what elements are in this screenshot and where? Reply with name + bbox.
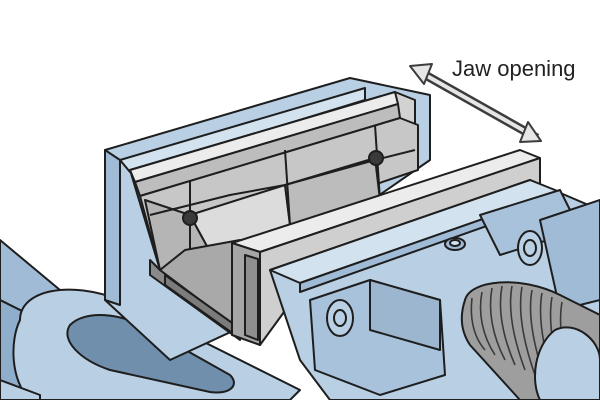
bolt-hole-icon <box>326 230 543 337</box>
jaw-opening-label: Jaw opening <box>452 56 576 81</box>
double-arrow-icon <box>409 63 542 143</box>
vise-base <box>0 239 301 400</box>
screw-thread-icon <box>460 281 600 400</box>
jaw-gap <box>159 239 241 336</box>
